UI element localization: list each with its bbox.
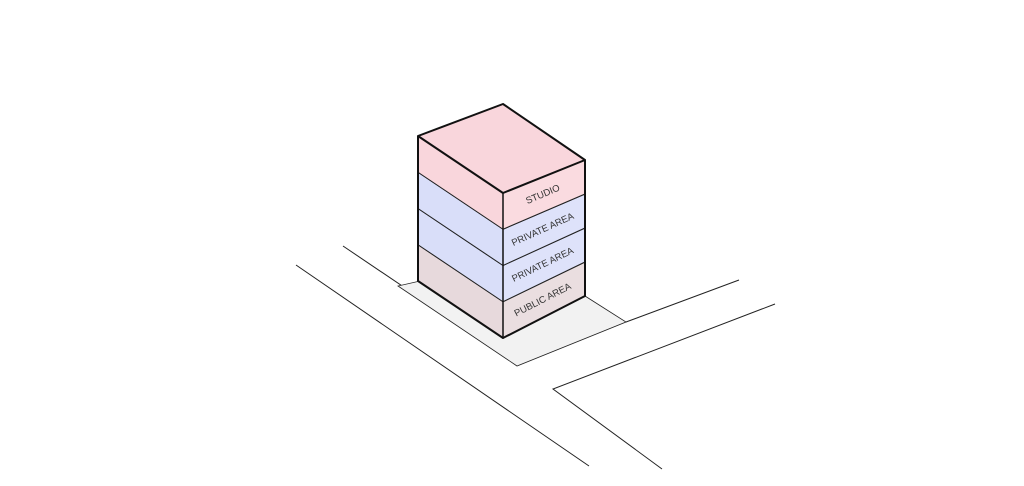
street-lines [295, 245, 776, 470]
street-line-outer-left [295, 264, 590, 467]
street-line-inner-right [625, 279, 740, 323]
street-line-corner [551, 303, 776, 470]
